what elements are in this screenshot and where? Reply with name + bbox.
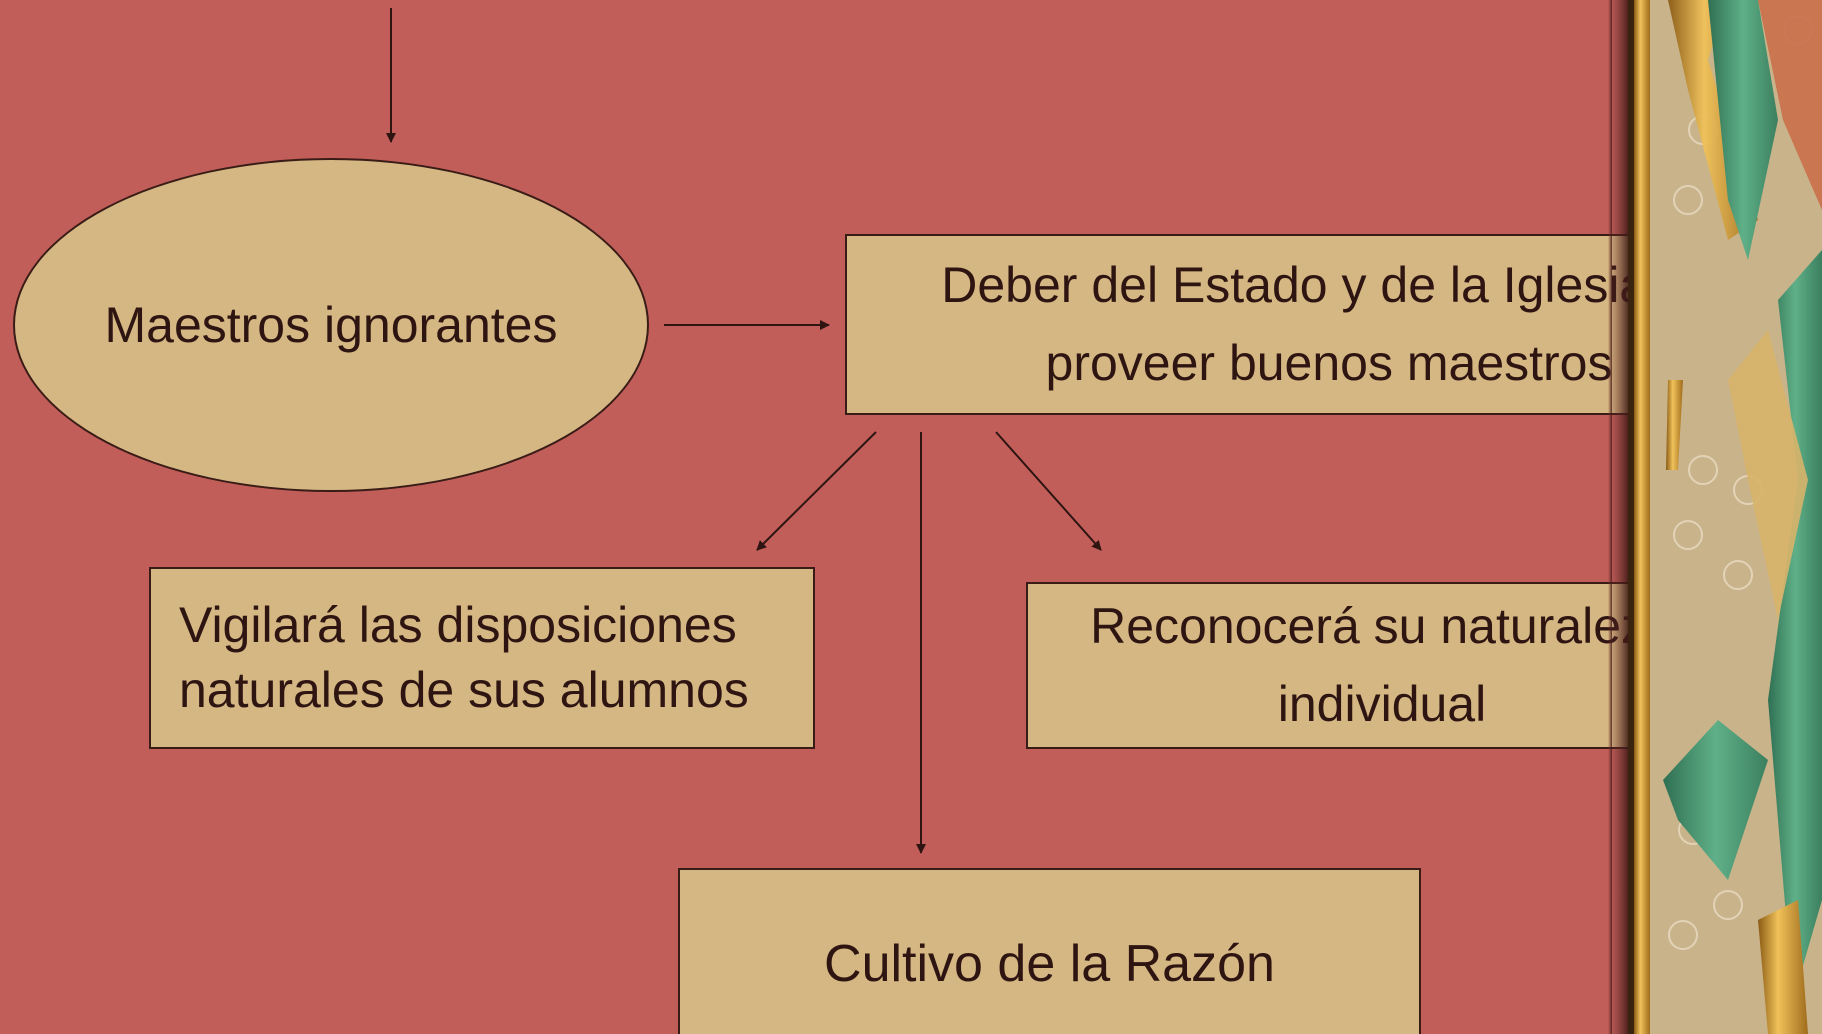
node-vigilara: Vigilará las disposiciones naturales de … xyxy=(149,567,815,749)
arrow-deber-to-vigilara xyxy=(756,431,877,551)
node-maestros-ignorantes-text: Maestros ignorantes xyxy=(104,296,558,353)
node-maestros-ignorantes: Maestros ignorantes xyxy=(13,158,649,492)
node-reconocera-text: Reconocerá su naturaleza individual xyxy=(1090,598,1674,732)
node-cultivo-text: Cultivo de la Razón xyxy=(824,935,1275,993)
node-cultivo: Cultivo de la Razón xyxy=(678,868,1421,1034)
decorative-border xyxy=(1608,0,1822,1034)
arrow-deber-to-reconocera xyxy=(995,431,1102,551)
node-vigilara-text: Vigilará las disposiciones naturales de … xyxy=(179,597,749,718)
node-deber-estado-text: Deber del Estado y de la Iglesia de prov… xyxy=(941,257,1717,391)
node-deber-estado: Deber del Estado y de la Iglesia de prov… xyxy=(845,234,1813,415)
